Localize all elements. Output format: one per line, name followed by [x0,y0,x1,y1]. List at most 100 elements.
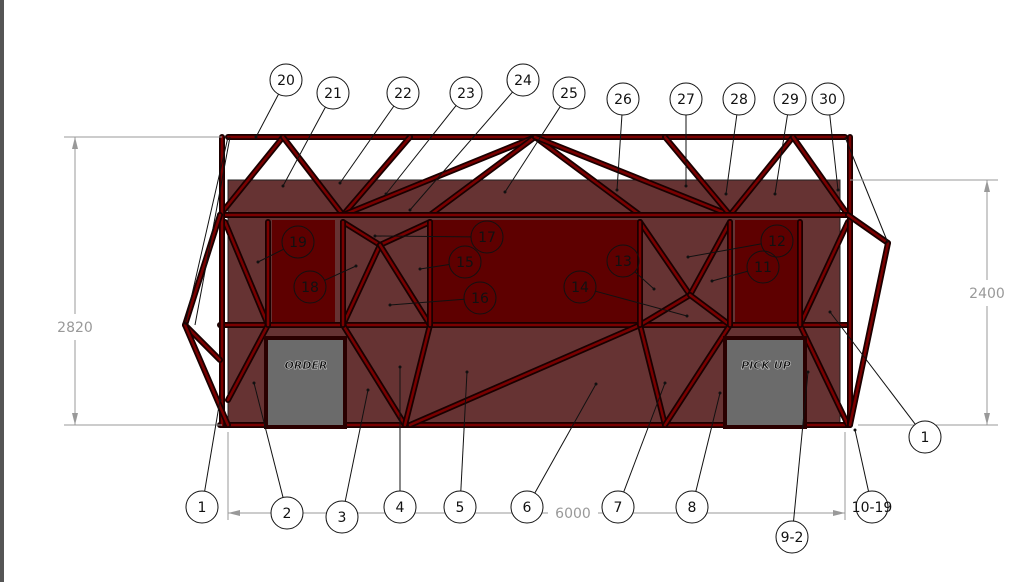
leader-dot [398,365,402,369]
leader-dot [373,234,377,238]
dim-width: 6000 [555,506,591,522]
leader-line [255,93,279,138]
frame-member-core [663,323,732,427]
frame-member-core [403,323,432,427]
frame-member-core [341,323,407,427]
balloon-number: 15 [456,255,474,271]
balloon-19: 19 [256,225,315,264]
frame-member-core [183,323,230,427]
balloon-4: 4 [383,365,417,524]
frame-member-core [281,135,345,217]
balloon-circle [908,420,942,454]
balloon-number: 9-2 [781,530,804,546]
leader-line [282,106,326,187]
frame-member-core [533,135,732,217]
leader-dot [773,192,777,196]
pickup-door [723,336,807,429]
leader-dot [281,184,285,188]
balloon-16: 16 [388,281,497,315]
balloon-6: 6 [510,382,598,524]
leader-dot [615,188,619,192]
balloon-number: 18 [301,280,319,296]
leader-line [687,243,762,258]
balloon-number: 16 [471,291,489,307]
frame-member-core [533,135,642,217]
leader-line [829,311,916,425]
balloon-number: 27 [677,92,695,108]
leader-line [344,389,369,502]
leader-dot [503,190,507,194]
balloon-circle [510,490,544,524]
outline-line [184,136,229,326]
leader-dot [663,381,667,385]
balloon-circle [669,82,703,116]
frame-member-core [663,135,732,217]
balloon-circle [470,220,504,254]
leader-line [854,429,870,492]
balloon-29: 29 [773,82,807,196]
balloon-circle [448,245,482,279]
balloon-18: 18 [293,264,358,304]
balloon-number: 5 [456,500,465,516]
balloon-circle [449,76,483,110]
outline-line [844,136,889,244]
leader-line [257,248,284,263]
leader-dot [836,188,840,192]
balloon-10-19: 10-19 [852,428,893,524]
balloon-number: 8 [688,500,697,516]
order-label: ORDER [285,359,328,372]
balloon-9-2: 9-2 [775,370,810,554]
balloon-circle [443,490,477,524]
leader-dot [338,181,342,185]
leader-line [460,371,468,492]
balloon-5: 5 [443,370,477,524]
balloon-number: 1 [198,500,207,516]
frame-member-core [226,323,270,402]
balloon-number: 29 [781,92,799,108]
frame-member-core [688,220,732,297]
balloon-circle [383,490,417,524]
balloon-circle [855,490,889,524]
balloon-1: 1 [828,310,942,454]
balloon-30: 30 [811,82,845,192]
frame-member-core [183,323,222,362]
balloon-number: 7 [614,500,623,516]
balloon-circle [722,82,756,116]
leader-line [829,114,839,191]
balloon-number: 10-19 [852,500,893,516]
balloon-number: 17 [478,230,496,246]
balloon-27: 27 [669,82,703,188]
balloon-number: 3 [338,510,347,526]
balloon-25: 25 [503,76,586,194]
leader-dot [354,264,358,268]
balloon-number: 12 [768,234,786,250]
balloon-11: 11 [710,250,780,284]
leader-dot [710,279,714,283]
leader-line [419,263,450,270]
outline-line [194,136,231,326]
frame-member-core [638,323,667,427]
frame-member-core [688,293,732,327]
balloon-number: 6 [523,500,532,516]
balloon-number: 11 [754,260,772,276]
balloon-26: 26 [606,82,640,192]
leader-line [409,91,513,211]
leader-line [385,105,457,195]
leader-line [595,290,688,317]
balloon-circle [563,270,597,304]
balloon-number: 13 [614,254,632,270]
dim-panel-height: 2400 [969,286,1005,302]
balloon-circle [269,63,303,97]
balloon-number: 20 [277,73,295,89]
balloon-circle [773,82,807,116]
balloon-number: 22 [394,86,412,102]
leader-line [793,371,809,522]
balloon-number: 23 [457,86,475,102]
frame-member-core [848,241,890,427]
balloon-13: 13 [606,244,656,291]
leader-dot [594,382,598,386]
balloon-number: 14 [571,280,589,296]
leader-dot [388,303,392,307]
